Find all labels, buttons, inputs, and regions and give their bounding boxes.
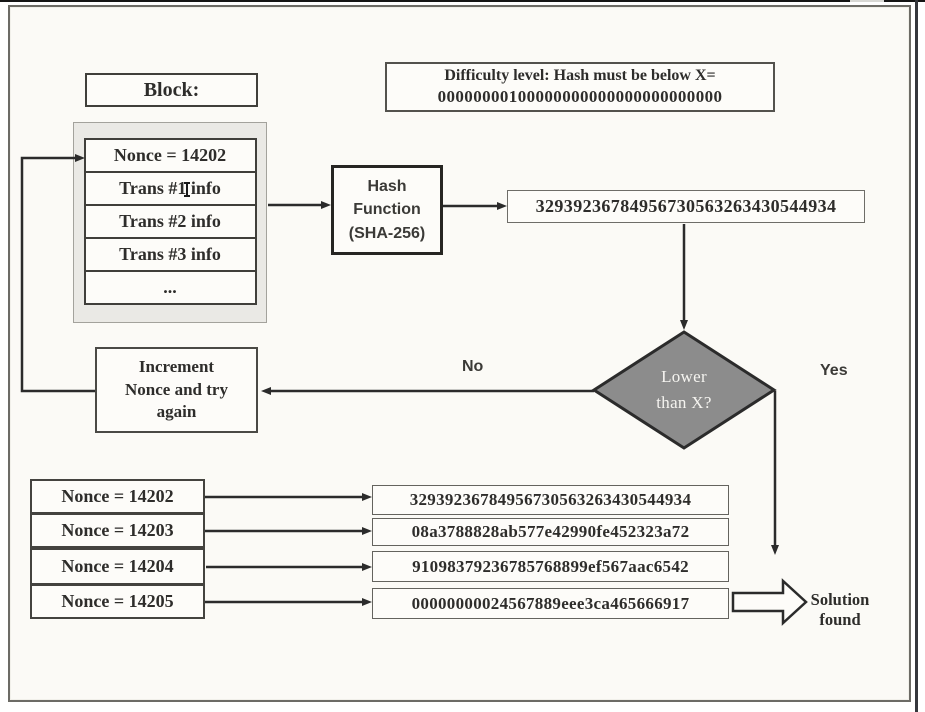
no-branch-label: No xyxy=(462,358,484,375)
hash-result-1: 32939236784956730563263430544934 xyxy=(372,485,729,515)
difficulty-line2: 00000000100000000000000000000000 xyxy=(437,87,723,107)
hash-result-3: 91098379236785768899ef567aac6542 xyxy=(372,551,729,582)
nonce-attempt-2: Nonce = 14203 xyxy=(30,513,205,548)
nonce-attempt-4: Nonce = 14205 xyxy=(30,584,205,619)
increment-line1: Increment xyxy=(138,356,215,376)
hash-function-box: Hash Function (SHA-256) xyxy=(331,165,443,255)
solution-line2: found xyxy=(819,610,861,629)
difficulty-box: Difficulty level: Hash must be below X= … xyxy=(385,62,775,112)
decision-line1: Lower xyxy=(661,367,707,386)
hash-function-line1: Hash xyxy=(367,178,407,196)
block-row-trans3: Trans #3 info xyxy=(83,237,257,272)
block-row-trans1: Trans #1 info xyxy=(83,171,257,206)
increment-line2: Nonce and try xyxy=(125,379,228,399)
yes-branch-label: Yes xyxy=(820,362,848,379)
block-row-ellipsis: ... xyxy=(83,270,257,305)
increment-line3: again xyxy=(156,402,197,422)
hash-result-2: 08a3788828ab577e42990fe452323a72 xyxy=(372,518,729,546)
hash-output-value: 32939236784956730563263430544934 xyxy=(535,196,837,217)
right-edge-line xyxy=(915,0,918,712)
nonce-attempt-3: Nonce = 14204 xyxy=(30,548,205,585)
block-label-box: Block: xyxy=(85,73,258,107)
solution-found-label: Solution found xyxy=(800,590,880,630)
decision-line2: than X? xyxy=(656,393,712,412)
block-row-nonce: Nonce = 14202 xyxy=(83,138,257,173)
increment-nonce-box: Increment Nonce and try again xyxy=(95,347,258,433)
solution-line1: Solution xyxy=(810,590,870,609)
top-edge-line xyxy=(0,0,925,2)
decision-text: Lower than X? xyxy=(614,364,754,416)
block-container: Nonce = 14202 Trans #1 info Trans #2 inf… xyxy=(73,122,267,323)
hash-output-box: 32939236784956730563263430544934 xyxy=(507,190,865,223)
block-label-text: Block: xyxy=(143,78,200,101)
hash-result-4: 00000000024567889eee3ca465666917 xyxy=(372,588,729,619)
hash-function-line2: Function xyxy=(353,201,421,219)
difficulty-line1: Difficulty level: Hash must be below X= xyxy=(444,67,716,85)
nonce-attempt-1: Nonce = 14202 xyxy=(30,479,205,514)
block-row-trans2: Trans #2 info xyxy=(83,204,257,239)
hash-function-line3: (SHA-256) xyxy=(348,224,426,242)
